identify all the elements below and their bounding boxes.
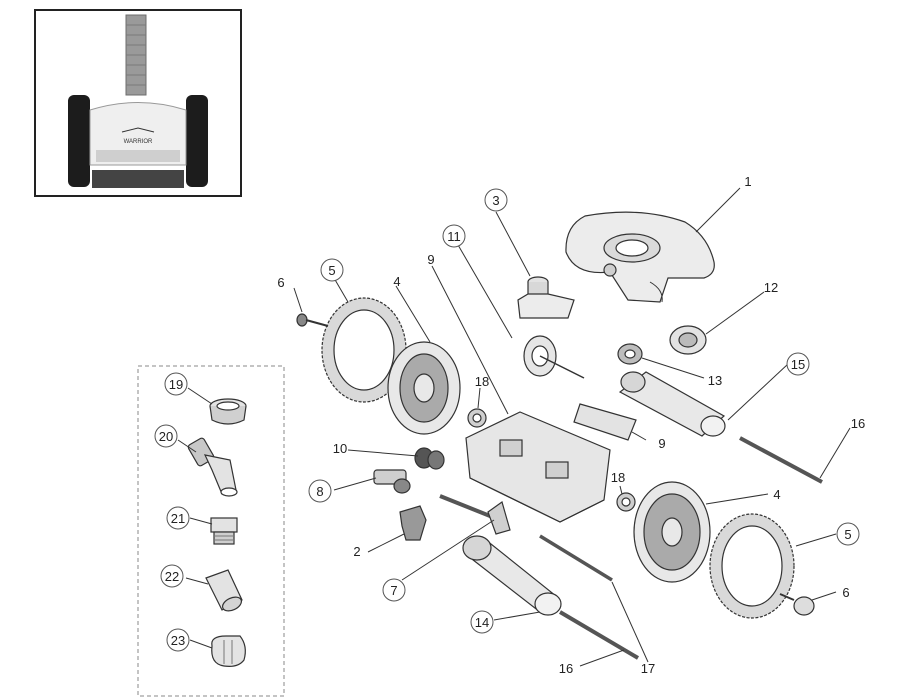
callout-1: 1 [744, 174, 751, 189]
part-4-right-wheel [633, 481, 711, 583]
part-9-deflector [573, 403, 637, 441]
part-16-axle-upper [739, 436, 823, 484]
inset-badge-text: WARRIOR [124, 139, 153, 145]
part-11-turbine [523, 335, 585, 379]
part-1-top-cover [565, 211, 715, 303]
part-7-drive-shaft [439, 494, 511, 535]
part-19-hose-collar [209, 398, 247, 425]
part-13-drive-gear [617, 343, 643, 365]
callout-3: 3 [492, 193, 499, 208]
callout-10: 10 [333, 441, 347, 456]
callout-11: 11 [447, 229, 461, 244]
part-6-left-hubcap [296, 313, 329, 327]
part-18-bearing-left [467, 408, 487, 428]
callout-14: 14 [475, 615, 489, 630]
part-21-adapter [210, 517, 238, 545]
callout-7: 7 [390, 583, 397, 598]
part-14-rear-roller [462, 535, 562, 616]
callout-5-left: 5 [328, 263, 335, 278]
inset-product-photo: WARRIOR [34, 9, 242, 197]
callout-23: 23 [171, 633, 185, 648]
callout-21: 21 [171, 511, 185, 526]
callout-9-upper: 9 [427, 252, 434, 267]
callout-15: 15 [791, 357, 805, 372]
callout-6-right: 6 [842, 585, 849, 600]
part-6-right-hubcap [779, 593, 815, 616]
part-16-axle-lower [558, 610, 640, 660]
callout-12: 12 [764, 280, 778, 295]
part-15-front-roller [618, 371, 726, 437]
part-3-intake-nozzle [517, 276, 575, 319]
callout-16-upper: 16 [851, 416, 865, 431]
part-17-bumper-bar [539, 534, 613, 582]
callout-22: 22 [165, 569, 179, 584]
part-12-gear-housing [669, 325, 707, 355]
callout-labels: 1 3 12 11 9 5 4 6 13 15 16 18 10 8 9 18 … [154, 174, 865, 676]
part-5-left-tire [321, 297, 407, 403]
callout-6-left: 6 [277, 275, 284, 290]
part-20-swivel-connector [187, 437, 238, 497]
part-23-hose-weight [211, 635, 246, 667]
leader-lines [177, 187, 851, 667]
callout-18-right: 18 [611, 470, 625, 485]
part-18-bearing-right [616, 492, 636, 512]
callout-9-lower: 9 [658, 436, 665, 451]
callout-20: 20 [159, 429, 173, 444]
callout-8: 8 [316, 484, 323, 499]
part-4-left-wheel [387, 341, 461, 435]
part-10-gear-set [414, 447, 445, 470]
callout-5-right: 5 [844, 527, 851, 542]
callout-19: 19 [169, 377, 183, 392]
accessory-kit-box [137, 365, 285, 697]
part-9-chassis [465, 411, 611, 523]
part-5-right-tire [709, 513, 795, 619]
callout-4-left: 4 [393, 274, 400, 289]
callout-16-lower: 16 [559, 661, 573, 676]
callout-4-right: 4 [773, 487, 780, 502]
part-2-flap [399, 505, 427, 541]
callout-13: 13 [708, 373, 722, 388]
part-22-hose-coupling [205, 569, 243, 612]
callout-2: 2 [353, 544, 360, 559]
part-8-spindle [373, 469, 411, 494]
callout-17: 17 [641, 661, 655, 676]
callout-18-left: 18 [475, 374, 489, 389]
